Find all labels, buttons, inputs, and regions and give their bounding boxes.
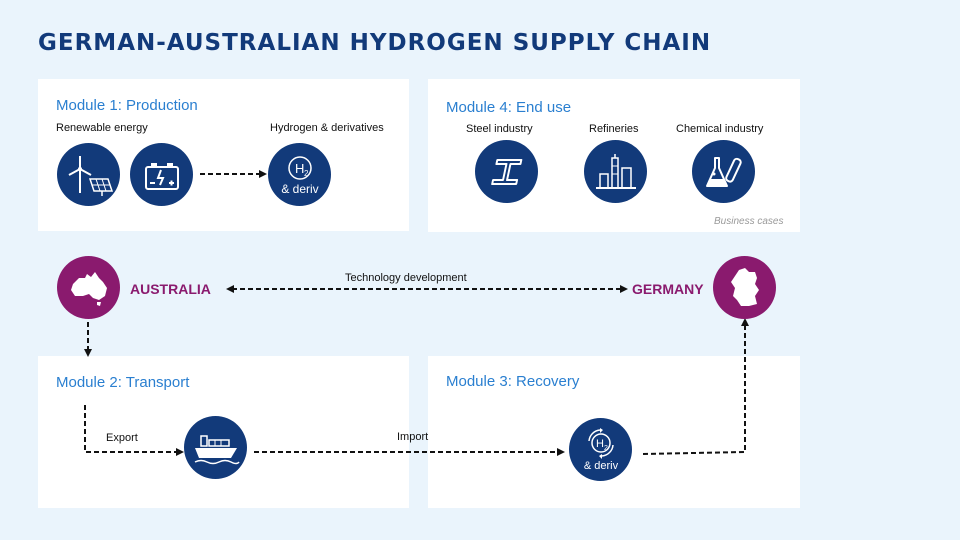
wind-solar-circle bbox=[57, 143, 120, 206]
refineries-label: Refineries bbox=[589, 123, 639, 135]
wind-solar-icon bbox=[68, 155, 113, 196]
export-arrow bbox=[84, 405, 184, 456]
h2-deriv-caption: & deriv bbox=[281, 182, 318, 196]
australia-circle bbox=[57, 256, 120, 319]
steel-industry-label: Steel industry bbox=[466, 123, 533, 135]
h2-deriv-h2-text: H bbox=[295, 161, 304, 176]
ship-icon bbox=[194, 434, 240, 464]
refinery-icon bbox=[595, 153, 636, 189]
germany-circle bbox=[713, 256, 776, 319]
germany-label: GERMANY bbox=[632, 281, 704, 297]
chemical-flask-icon bbox=[705, 156, 742, 187]
h2-deriv-h2-subscript: 2 bbox=[304, 169, 309, 178]
hydrogen-derivatives-label: Hydrogen & derivatives bbox=[270, 122, 384, 134]
refineries-circle bbox=[584, 140, 647, 203]
h2-recovery-caption: & deriv bbox=[583, 460, 618, 472]
australia-label: AUSTRALIA bbox=[130, 281, 211, 297]
module-production-title: Module 1: Production bbox=[56, 97, 198, 114]
germany-map-icon bbox=[730, 267, 759, 306]
import-label: Import bbox=[397, 431, 429, 443]
module-transport-title: Module 2: Transport bbox=[56, 374, 190, 391]
h2-recovery-circle: H 2 & deriv bbox=[569, 418, 632, 481]
technology-development-label: Technology development bbox=[345, 272, 467, 284]
chemical-industry-circle bbox=[692, 140, 755, 203]
module-end-use-title: Module 4: End use bbox=[446, 99, 572, 116]
chemical-industry-label: Chemical industry bbox=[676, 123, 764, 135]
h2-recovery-h2-subscript: 2 bbox=[604, 445, 608, 452]
h2-deriv-icon: H 2 & deriv bbox=[281, 155, 318, 196]
battery-circle bbox=[130, 143, 193, 206]
business-cases-note: Business cases bbox=[714, 216, 784, 227]
renewable-energy-label: Renewable energy bbox=[56, 122, 148, 134]
h2-recovery-h2-text: H bbox=[596, 438, 604, 450]
recovery-to-germany-arrow bbox=[642, 318, 749, 455]
h2-recovery-icon: H 2 & deriv bbox=[583, 427, 618, 472]
steel-beam-icon bbox=[490, 158, 522, 185]
battery-icon bbox=[144, 162, 179, 190]
export-label: Export bbox=[106, 432, 138, 444]
steel-industry-circle bbox=[475, 140, 538, 203]
module-recovery-title: Module 3: Recovery bbox=[446, 373, 580, 390]
australia-map-icon bbox=[70, 271, 107, 306]
ship-circle bbox=[184, 416, 247, 479]
page-title: GERMAN-AUSTRALIAN HYDROGEN SUPPLY CHAIN bbox=[38, 30, 712, 56]
h2-deriv-circle: H 2 & deriv bbox=[268, 143, 331, 206]
